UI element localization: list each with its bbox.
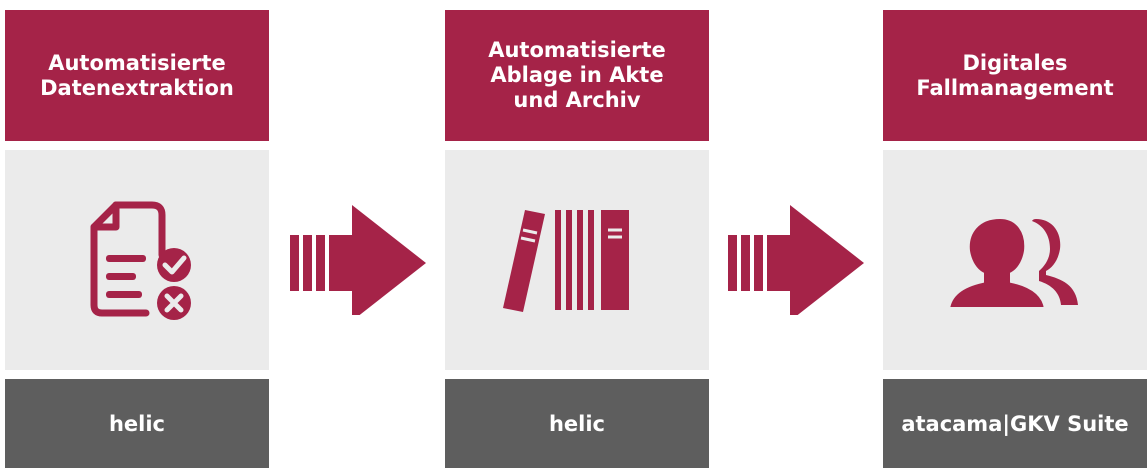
icon-panel <box>5 150 269 370</box>
product-label: helic <box>5 379 269 468</box>
step-title: Automatisierte Datenextraktion <box>5 10 269 141</box>
binders-archive-icon <box>503 210 629 312</box>
product-label: atacama|GKV Suite <box>883 379 1147 468</box>
icon-panel <box>445 150 709 370</box>
step-filing: Automatisierte Ablage in Akte und Archiv… <box>445 10 709 468</box>
users-icon <box>945 214 1078 311</box>
icon-panel <box>883 150 1147 370</box>
striped-arrow-right-icon <box>728 205 864 315</box>
document-check-cross-icon <box>90 201 191 320</box>
striped-arrow-right-icon <box>290 205 426 315</box>
step-case-management: Digitales Fallmanagement atacama|GKV Sui… <box>883 10 1147 468</box>
step-extraction: Automatisierte Datenextraktion helic <box>5 10 269 468</box>
step-title: Automatisierte Ablage in Akte und Archiv <box>445 10 709 141</box>
step-title: Digitales Fallmanagement <box>883 10 1147 141</box>
product-label: helic <box>445 379 709 468</box>
